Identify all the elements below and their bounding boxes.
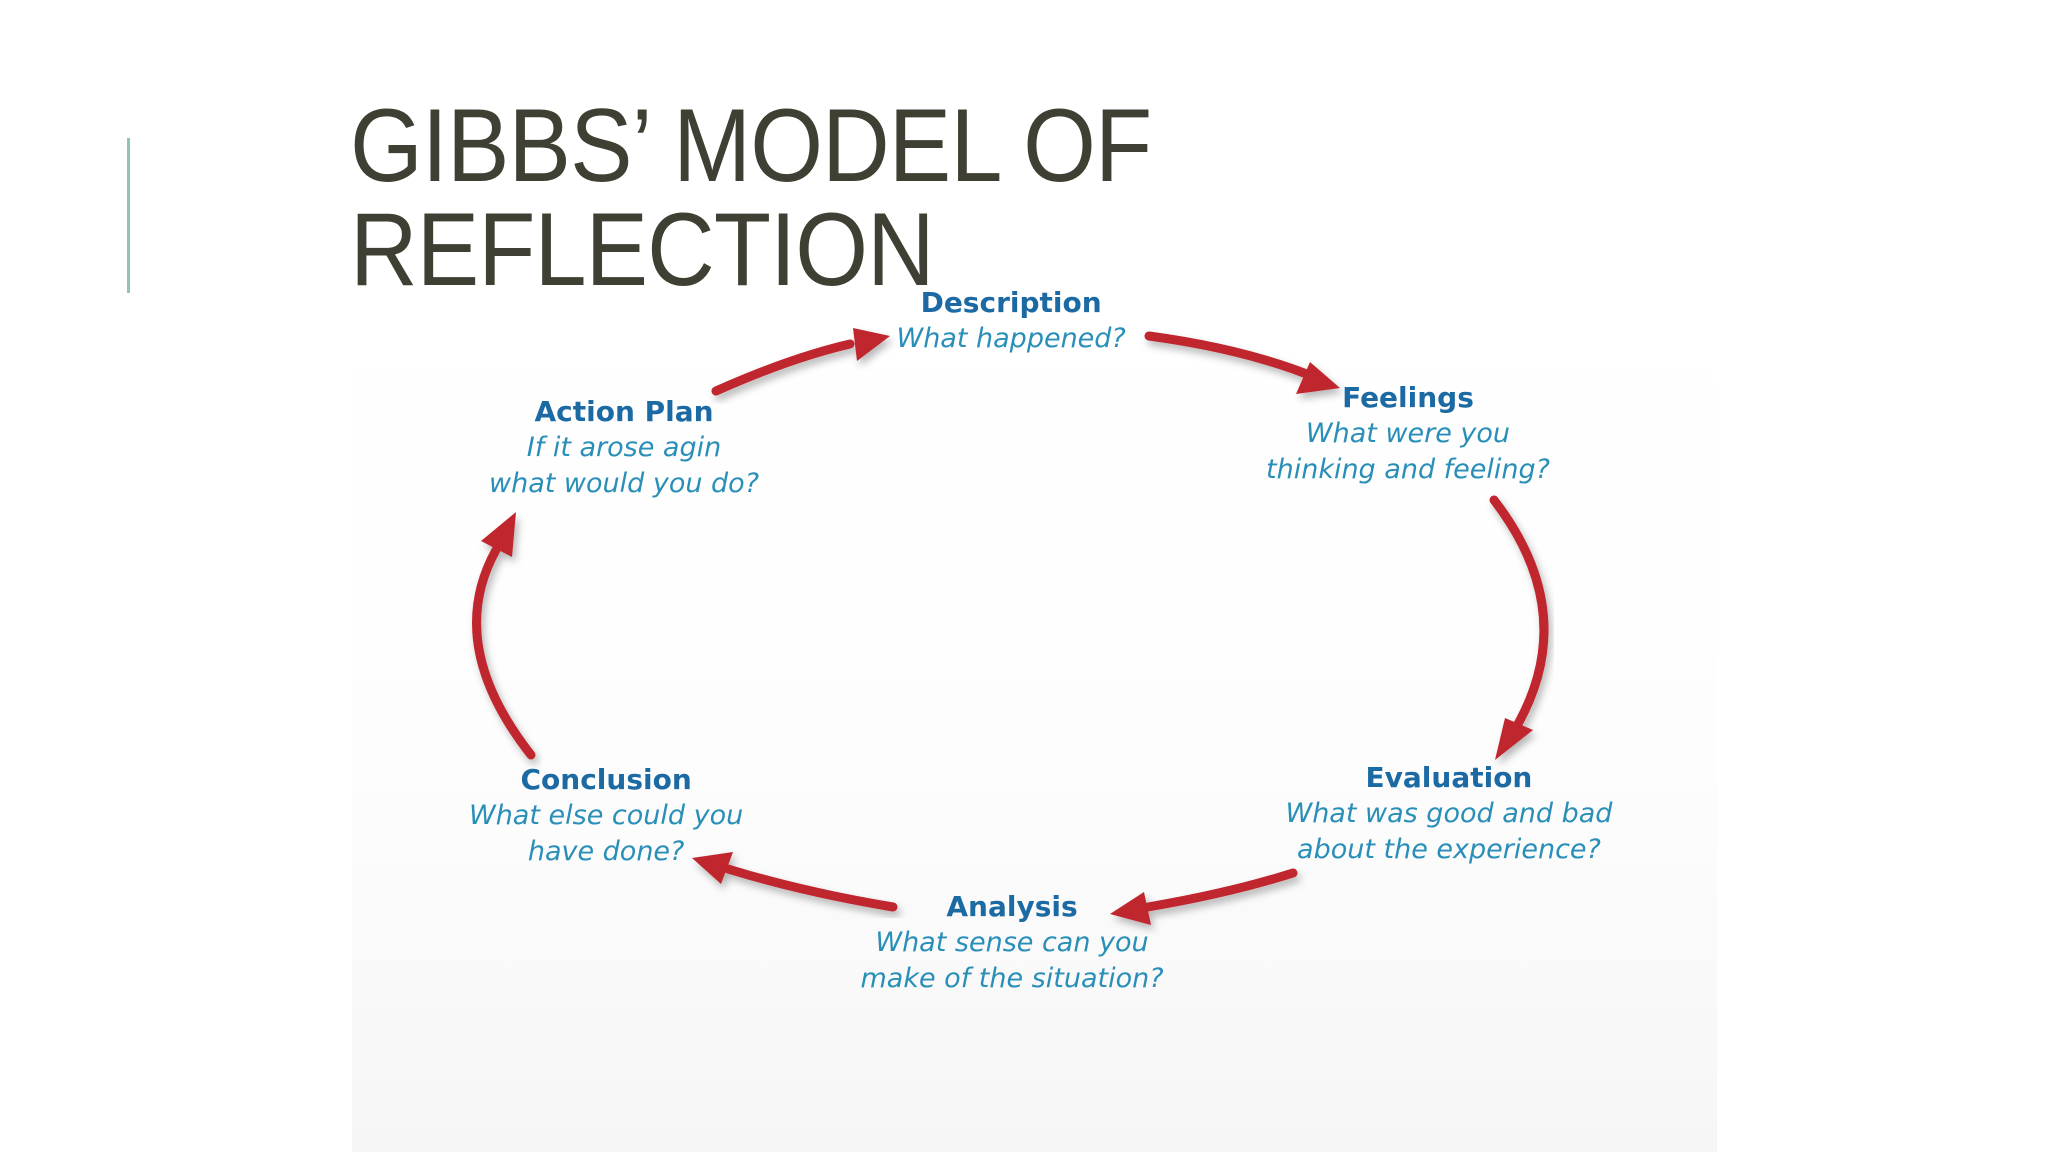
- stage-prompt: What else could you have done?: [469, 800, 744, 867]
- stage-conclusion: Conclusion What else could you have done…: [469, 762, 743, 870]
- stage-title: Conclusion: [520, 763, 692, 796]
- stage-title: Feelings: [1342, 381, 1474, 414]
- arrow-evaluation-to-analysis: [1110, 868, 1298, 925]
- stage-prompt: What happened?: [896, 323, 1126, 354]
- arrow-description-to-feelings: [1144, 331, 1340, 394]
- diagram-panel: [352, 300, 1717, 1152]
- arrow-analysis-to-conclusion: [692, 852, 898, 912]
- stage-prompt: What sense can you make of the situation…: [860, 927, 1164, 994]
- stage-title: Evaluation: [1365, 761, 1533, 794]
- stage-title: Analysis: [946, 890, 1078, 923]
- stage-feelings: Feelings What were you thinking and feel…: [1266, 380, 1550, 488]
- stage-prompt: If it arose agin what would you do?: [489, 432, 760, 499]
- stage-prompt: What was good and bad about the experien…: [1285, 798, 1613, 865]
- arrow-feelings-to-evaluation: [1489, 495, 1549, 760]
- slide-title-line-1: GIBBS’ MODEL OF: [350, 88, 1152, 204]
- stage-evaluation: Evaluation What was good and bad about t…: [1286, 760, 1613, 868]
- slide-title-line-2: REFLECTION: [350, 192, 935, 308]
- stage-action-plan: Action Plan If it arose agin what would …: [489, 394, 759, 502]
- slide-title: GIBBS’ MODEL OF REFLECTION: [350, 88, 1152, 308]
- stage-description: Description What happened?: [897, 285, 1126, 357]
- stage-analysis: Analysis What sense can you make of the …: [861, 889, 1164, 997]
- arrow-action-plan-to-description: [711, 328, 890, 396]
- arrow-conclusion-to-action-plan: [472, 512, 536, 760]
- stage-title: Action Plan: [534, 395, 714, 428]
- stage-title: Description: [920, 286, 1102, 319]
- stage-prompt: What were you thinking and feeling?: [1266, 418, 1550, 485]
- accent-line: [127, 138, 130, 293]
